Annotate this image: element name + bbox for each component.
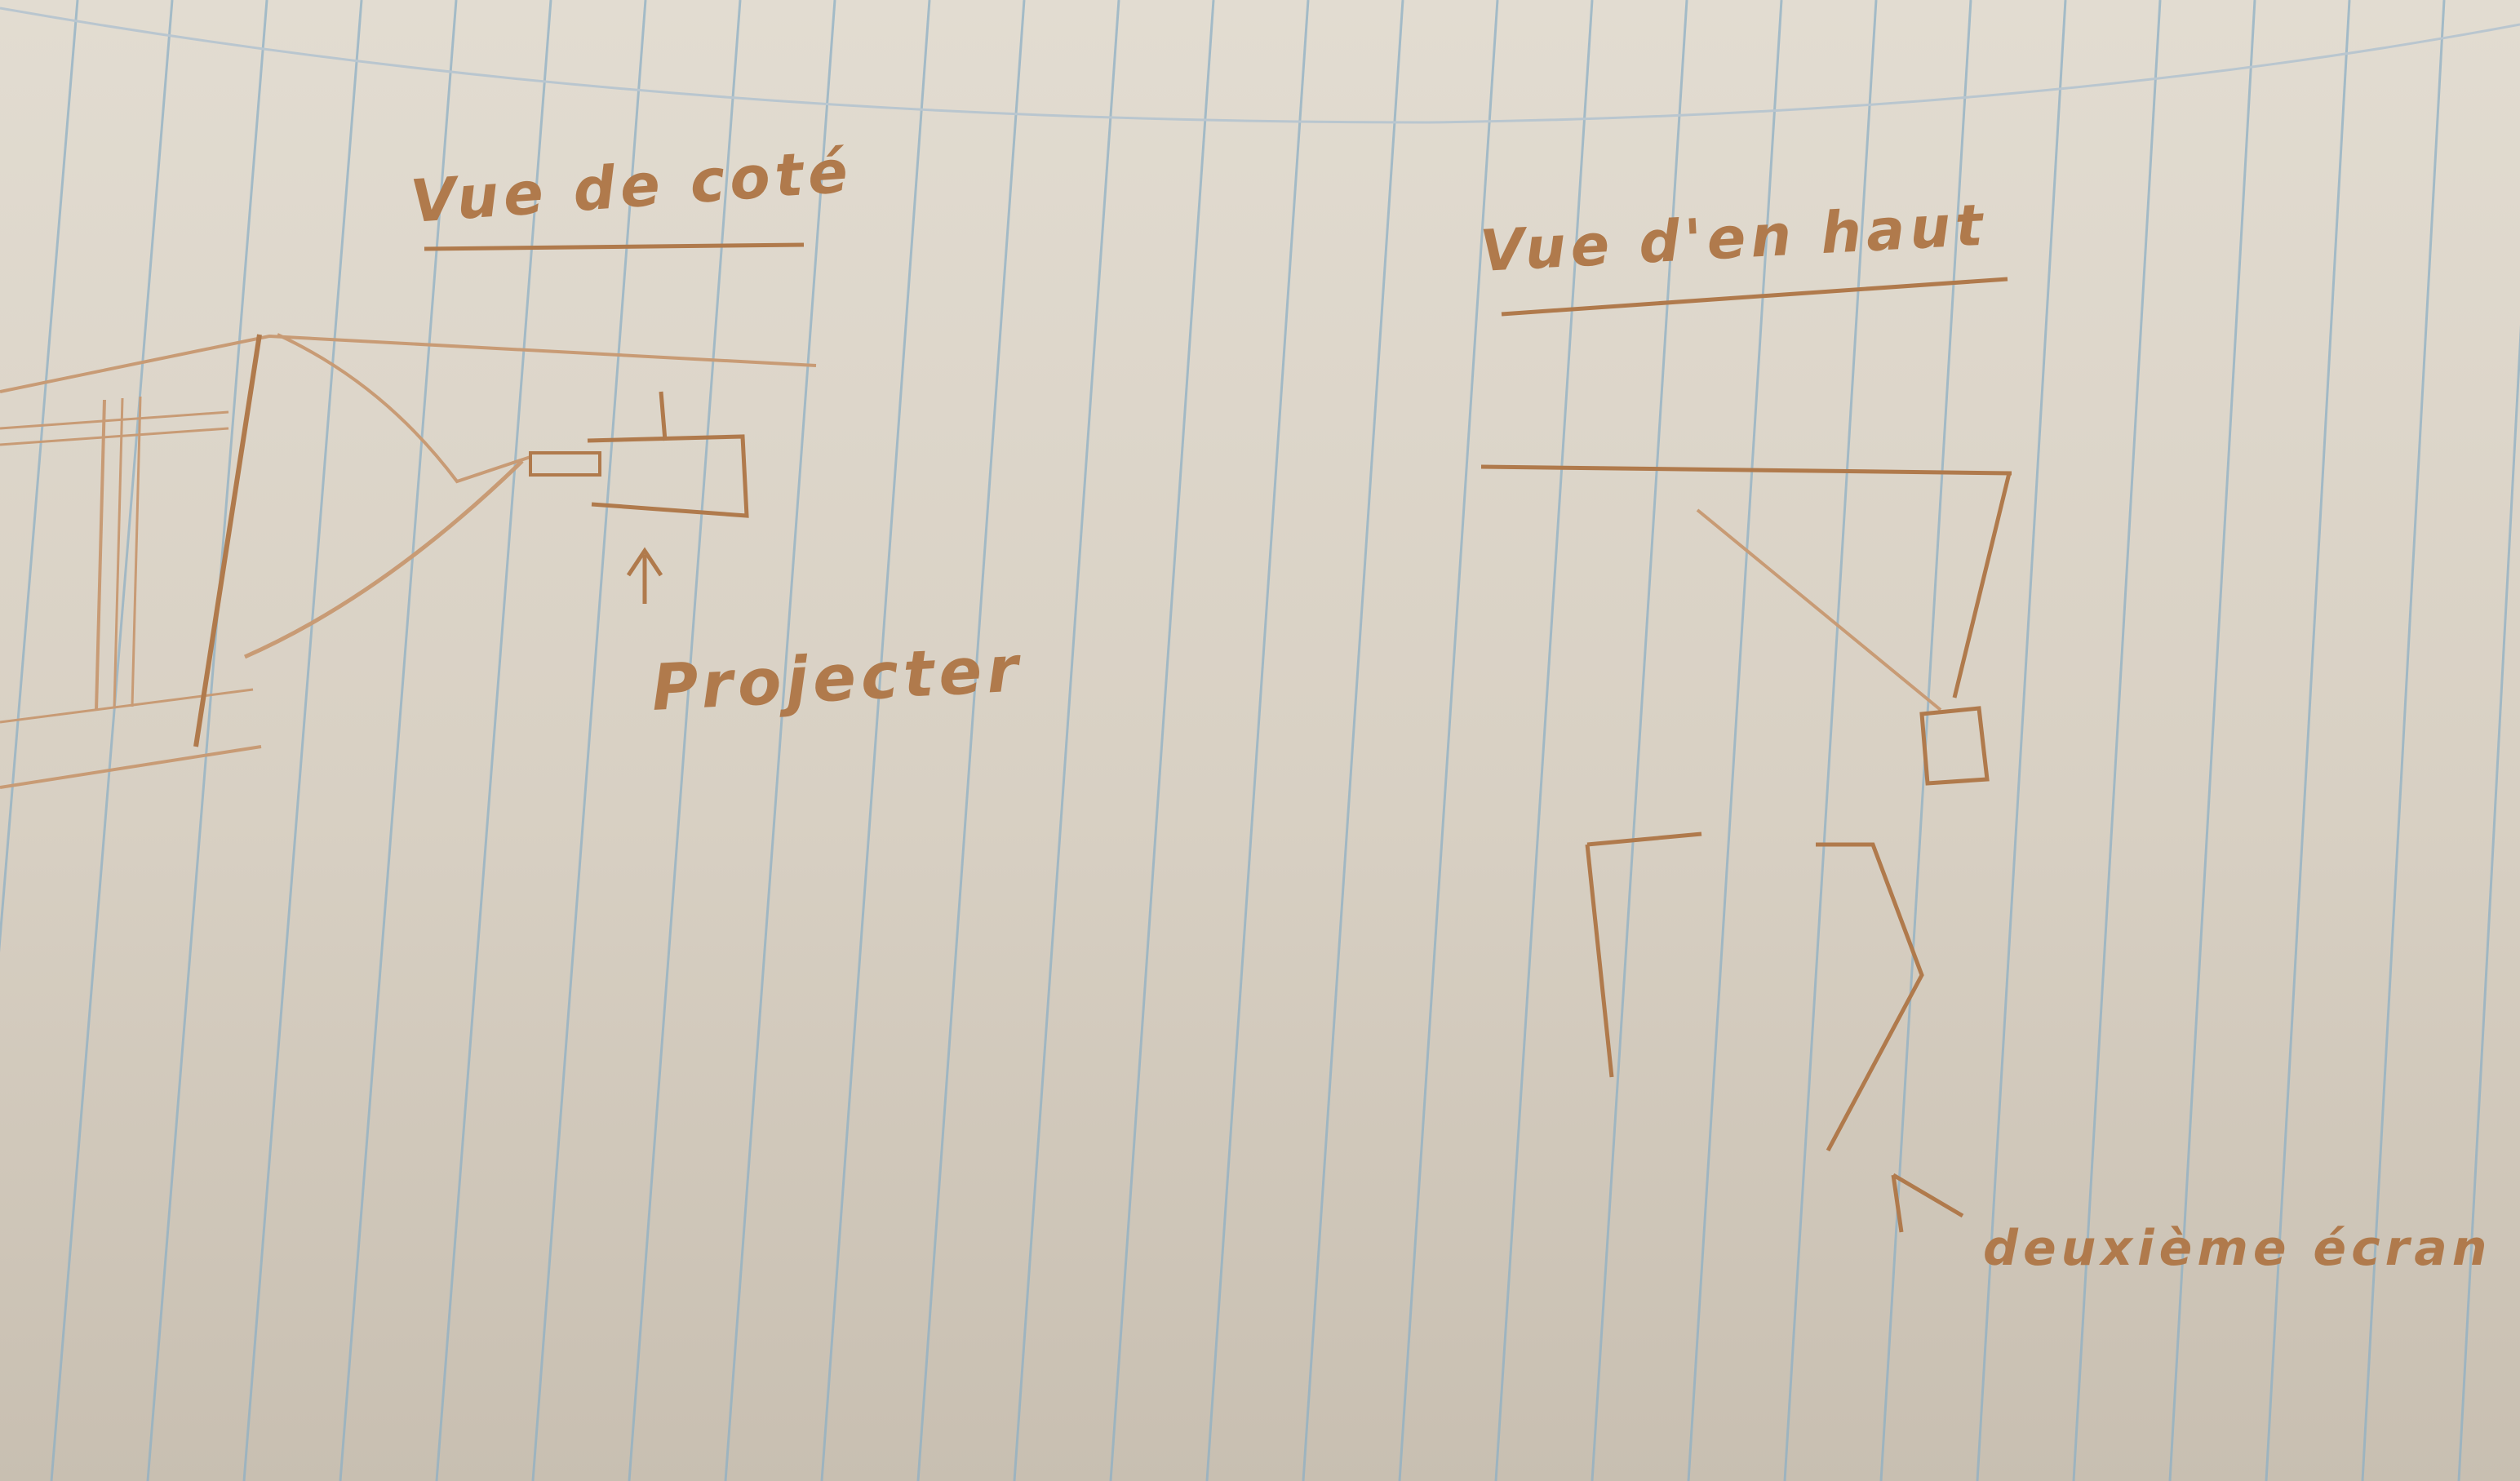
screen-bottom-edge [0, 745, 262, 789]
ruled-line [1302, 0, 1404, 1481]
ruled-line [724, 0, 836, 1481]
screen-hatch-line [0, 427, 229, 446]
projector-mount [659, 391, 668, 441]
second-screen-arrow [1891, 1173, 1964, 1233]
ruled-line [1013, 0, 1120, 1481]
screen-lower-line [0, 688, 254, 724]
projection-beam-top [277, 333, 531, 484]
ruled-line [1976, 0, 2067, 1481]
projector-arrow [626, 547, 663, 604]
ruled-line [1494, 0, 1594, 1481]
screen-top-edge [0, 334, 817, 393]
ruled-line [2072, 0, 2162, 1481]
ruled-line [2361, 0, 2446, 1481]
projection-right-edge [1952, 472, 2012, 698]
screen-hatch-line [0, 410, 229, 430]
projection-beam-bottom [243, 459, 524, 659]
second-screen-label: deuxième écran [1983, 1220, 2491, 1277]
ruled-line [820, 0, 931, 1481]
top-view-title-underline [1501, 277, 2008, 317]
ruled-line [0, 0, 79, 953]
ruled-line [1109, 0, 1215, 1481]
ruled-line [916, 0, 1026, 1481]
ruled-line [2265, 0, 2351, 1481]
ruled-line [1783, 0, 1878, 1481]
ruled-line [1687, 0, 1783, 1481]
ruled-line [2168, 0, 2256, 1481]
main-screen-line [1480, 464, 2012, 476]
projector-box [1919, 706, 1990, 786]
side-view-title-underline [424, 242, 805, 251]
ruled-line [1205, 0, 1310, 1481]
ruled-line [242, 0, 363, 1481]
ruled-line [146, 0, 268, 1481]
ruled-line [50, 0, 174, 1481]
ruled-line [1591, 0, 1688, 1481]
projector-lens [529, 451, 601, 477]
second-screen-right-side [1816, 842, 1924, 1152]
screen-hatch-line [113, 397, 124, 709]
second-screen-left-top [1586, 831, 1702, 847]
screen-right-edge [193, 334, 262, 747]
projection-left-edge [1696, 508, 1942, 712]
ruled-line [1398, 0, 1499, 1481]
screen-hatch-line [95, 399, 106, 711]
page-top-edge [0, 7, 2520, 124]
screen-hatch-line [131, 396, 142, 707]
second-screen-left-side [1585, 844, 1614, 1078]
ruled-line [2457, 325, 2520, 1481]
